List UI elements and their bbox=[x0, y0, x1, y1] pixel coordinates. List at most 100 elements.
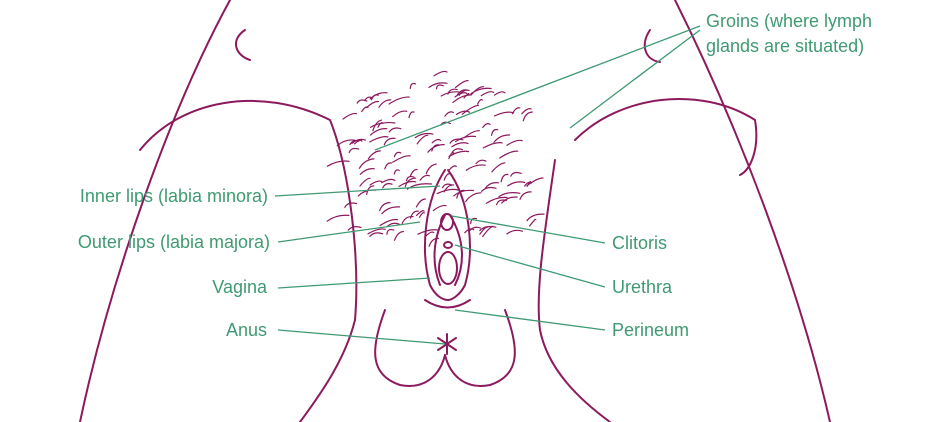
hair-stroke bbox=[402, 217, 413, 224]
leader-outer-lips bbox=[278, 222, 420, 242]
hair-stroke bbox=[520, 192, 531, 199]
hair-stroke bbox=[481, 92, 493, 96]
groins-label-line1: Groins (where lymph bbox=[706, 11, 872, 32]
hair-stroke bbox=[494, 92, 505, 95]
right-inner-edge bbox=[539, 160, 610, 422]
hair-stroke bbox=[454, 190, 474, 196]
hair-stroke bbox=[367, 101, 379, 107]
inner-lips-label: Inner lips (labia minora) bbox=[80, 186, 268, 207]
hair-stroke bbox=[492, 163, 505, 172]
hair-stroke bbox=[393, 156, 410, 162]
outer-lips-label: Outer lips (labia majora) bbox=[78, 232, 270, 253]
urethral-opening bbox=[444, 242, 452, 248]
hair-stroke bbox=[523, 112, 532, 121]
hair-stroke bbox=[395, 232, 404, 241]
leader-perineum bbox=[455, 310, 605, 330]
vagina-label: Vagina bbox=[212, 277, 267, 298]
perineum-label: Perineum bbox=[612, 320, 689, 341]
hair-stroke bbox=[389, 97, 409, 104]
hair-stroke bbox=[393, 111, 407, 117]
hair-stroke bbox=[466, 193, 481, 202]
hair-stroke bbox=[511, 172, 521, 176]
hair-stroke bbox=[507, 230, 522, 234]
hair-stroke bbox=[382, 179, 395, 182]
hair-stroke bbox=[483, 124, 490, 128]
hair-stroke bbox=[394, 152, 401, 156]
hair-stroke bbox=[432, 139, 440, 142]
hair-stroke bbox=[394, 170, 399, 174]
clitoris-label: Clitoris bbox=[612, 233, 667, 254]
left-groin-mark bbox=[236, 30, 250, 60]
hair-stroke bbox=[476, 160, 486, 164]
right-thigh-outer-line bbox=[675, 0, 830, 422]
leader-anus bbox=[278, 330, 445, 344]
hair-stroke bbox=[420, 213, 425, 218]
hair-stroke bbox=[530, 219, 536, 226]
hair-stroke bbox=[497, 200, 507, 205]
left-thigh-inner-line bbox=[140, 101, 356, 422]
leader-clitoris bbox=[452, 216, 605, 243]
hair-stroke bbox=[462, 105, 478, 114]
hair-stroke bbox=[372, 95, 379, 100]
hair-stroke bbox=[370, 137, 388, 142]
leader-inner-lips bbox=[275, 186, 440, 196]
hair-stroke bbox=[382, 207, 400, 214]
right-buttock-curve bbox=[445, 310, 515, 386]
right-thigh-inner-line bbox=[575, 99, 756, 175]
hair-stroke bbox=[416, 199, 425, 207]
hair-stroke bbox=[483, 143, 502, 148]
urethra-label: Urethra bbox=[612, 277, 672, 298]
leader-groins-right bbox=[570, 30, 700, 128]
anus-label: Anus bbox=[226, 320, 267, 341]
hair-stroke bbox=[433, 205, 446, 210]
hair-stroke bbox=[501, 174, 508, 181]
hair-stroke bbox=[452, 143, 468, 147]
hair-stroke bbox=[343, 113, 356, 119]
hair-stroke bbox=[410, 84, 415, 89]
hair-stroke bbox=[409, 112, 414, 118]
hair-stroke bbox=[444, 174, 450, 180]
hair-stroke bbox=[420, 175, 429, 180]
vaginal-opening bbox=[439, 252, 457, 284]
hair-stroke bbox=[434, 71, 447, 75]
hair-stroke bbox=[437, 85, 444, 89]
hair-stroke bbox=[360, 169, 374, 175]
hair-stroke bbox=[449, 166, 456, 170]
hair-stroke bbox=[385, 163, 392, 169]
hair-stroke bbox=[500, 151, 518, 158]
hair-stroke bbox=[445, 112, 454, 116]
groins-label-line2: glands are situated) bbox=[706, 36, 864, 57]
hair-stroke bbox=[357, 100, 367, 103]
hair-stroke bbox=[426, 164, 436, 174]
hair-stroke bbox=[499, 193, 520, 197]
hair-stroke bbox=[389, 128, 401, 132]
left-buttock-curve bbox=[375, 310, 445, 386]
hair-stroke bbox=[348, 227, 361, 231]
hair-stroke bbox=[349, 148, 359, 152]
hair-stroke bbox=[370, 181, 382, 185]
hair-stroke bbox=[370, 233, 383, 236]
hair-stroke bbox=[494, 135, 510, 142]
hair-stroke bbox=[478, 100, 483, 105]
hair-stroke bbox=[437, 189, 458, 193]
hair-stroke bbox=[466, 165, 485, 170]
perineum-fold bbox=[425, 300, 470, 308]
hair-stroke bbox=[425, 232, 433, 237]
leader-groins-left bbox=[375, 26, 700, 150]
hair-stroke bbox=[410, 170, 417, 177]
hair-stroke bbox=[360, 178, 370, 186]
leader-urethra bbox=[455, 245, 605, 287]
leader-vagina bbox=[278, 278, 430, 288]
left-thigh-outer-line bbox=[80, 0, 230, 422]
hair-stroke bbox=[482, 188, 497, 192]
hair-stroke bbox=[417, 135, 428, 144]
body-outline bbox=[80, 0, 830, 422]
hair-stroke bbox=[495, 112, 514, 116]
hair-stroke bbox=[387, 230, 394, 235]
hair-stroke bbox=[492, 130, 498, 136]
hair-stroke bbox=[508, 182, 525, 186]
hair-stroke bbox=[368, 151, 380, 159]
hair-stroke bbox=[327, 215, 349, 221]
